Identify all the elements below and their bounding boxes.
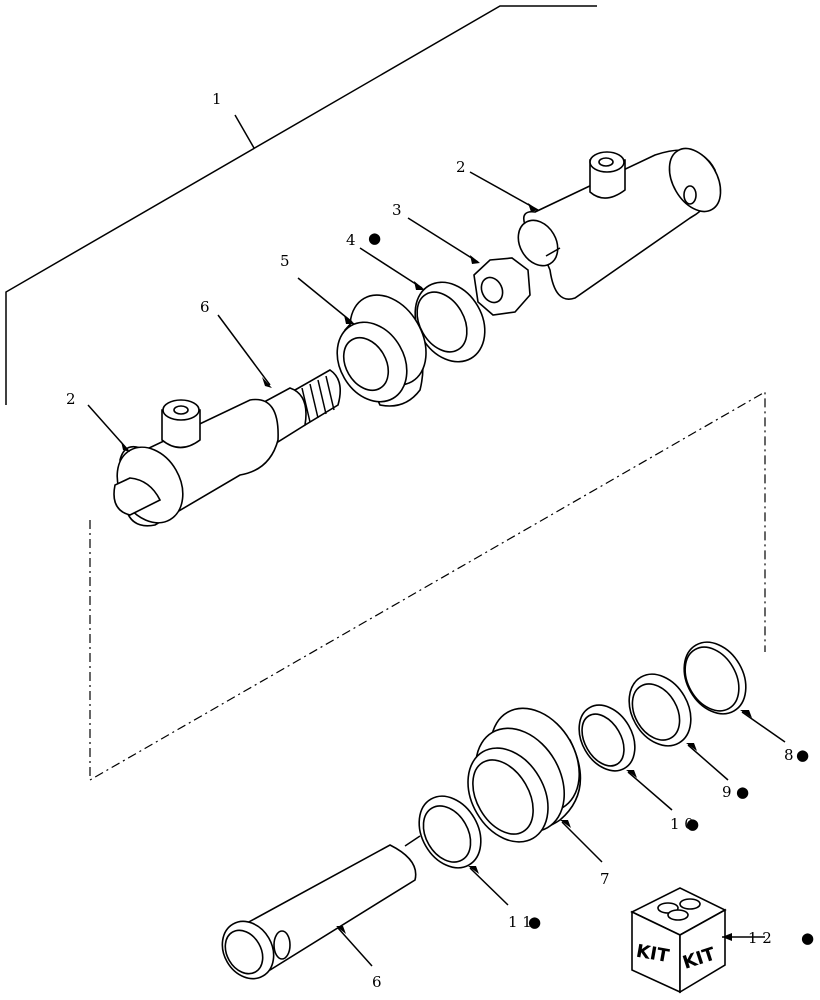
bullet-8: ● (796, 746, 809, 764)
callout-12: 1 2 (748, 929, 772, 947)
gland-7 (467, 707, 582, 843)
assembly-bracket (5, 5, 597, 405)
leader-lines (87, 171, 786, 967)
bullet-11: ● (528, 913, 541, 931)
kit-box-icon: KIT KIT (630, 887, 727, 994)
callout-6-bottom: 6 (372, 973, 382, 991)
bullet-12: ● (801, 929, 814, 947)
piston (336, 294, 427, 407)
sub-assembly-outline (89, 390, 766, 782)
callout-1: 1 (212, 90, 222, 108)
bullet-9: ● (736, 783, 749, 801)
kit-bullets: ● ● ● ● ● ● (368, 229, 814, 947)
callout-11: 1 1 (508, 913, 532, 931)
bullet-4: ● (368, 229, 381, 247)
callout-2-left: 2 (66, 390, 76, 408)
callout-9: 9 (722, 783, 732, 801)
rod-and-clevis-end (113, 369, 341, 527)
callout-8: 8 (784, 746, 794, 764)
callout-labels: 1 2 2 3 4 5 6 7 8 9 1 0 1 1 1 2 6 (66, 90, 794, 991)
bullet-10: ● (686, 815, 699, 833)
callout-4: 4 (346, 231, 356, 249)
rod-6-lower (221, 844, 417, 980)
callout-7: 7 (600, 870, 610, 888)
hex-nut (473, 257, 531, 316)
callout-3: 3 (392, 201, 402, 219)
cylinder-end-top (517, 147, 722, 300)
callout-10: 1 0 (670, 815, 694, 833)
callout-6-top: 6 (200, 298, 210, 316)
callout-5: 5 (280, 252, 290, 270)
lower-seal-kit (221, 641, 747, 980)
seal-ring-4 (414, 281, 486, 363)
callout-2-top: 2 (456, 158, 466, 176)
